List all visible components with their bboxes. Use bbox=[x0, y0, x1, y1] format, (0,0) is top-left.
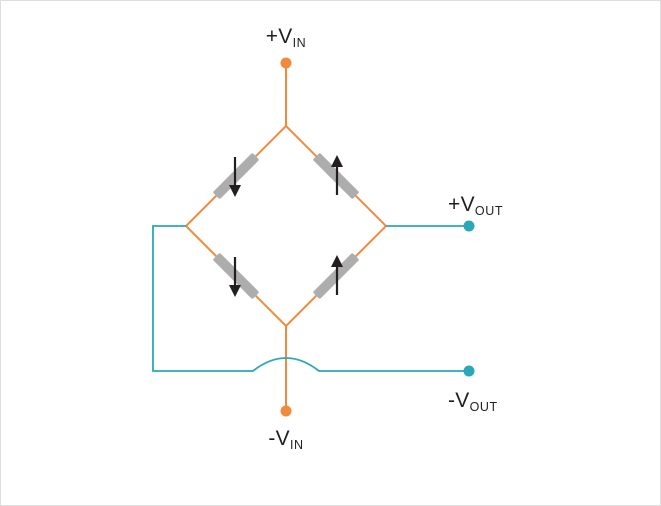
vin-negative-label-sub: IN bbox=[289, 438, 304, 452]
vout-negative-label-sub: OUT bbox=[469, 400, 498, 414]
vout-positive-label: +VOUT bbox=[448, 193, 503, 218]
vin-negative-label-main: -V bbox=[268, 427, 290, 450]
strain-arrow-down-upper-left bbox=[229, 157, 241, 197]
vin-negative-label: -VIN bbox=[268, 427, 303, 452]
vin-positive-label: +VIN bbox=[266, 25, 307, 50]
vout-negative-label-main: -V bbox=[448, 389, 470, 412]
vin-positive-label-sub: IN bbox=[292, 36, 307, 50]
vout-positive-terminal-dot bbox=[463, 220, 475, 232]
vout-negative-terminal-dot bbox=[463, 365, 475, 377]
vin-positive-terminal-dot bbox=[280, 57, 292, 69]
strain-arrow-up-lower-right bbox=[331, 255, 343, 295]
vout-positive-label-main: +V bbox=[448, 193, 475, 216]
output-wire-negative bbox=[152, 225, 469, 372]
strain-arrow-down-lower-left bbox=[229, 257, 241, 297]
vout-negative-label: -VOUT bbox=[448, 389, 498, 414]
strain-arrow-up-upper-right bbox=[331, 155, 343, 195]
bridge-diamond bbox=[184, 124, 388, 328]
vin-positive-label-main: +V bbox=[265, 25, 293, 48]
vout-positive-label-sub: OUT bbox=[474, 204, 504, 218]
vin-negative-terminal-dot bbox=[280, 405, 292, 417]
